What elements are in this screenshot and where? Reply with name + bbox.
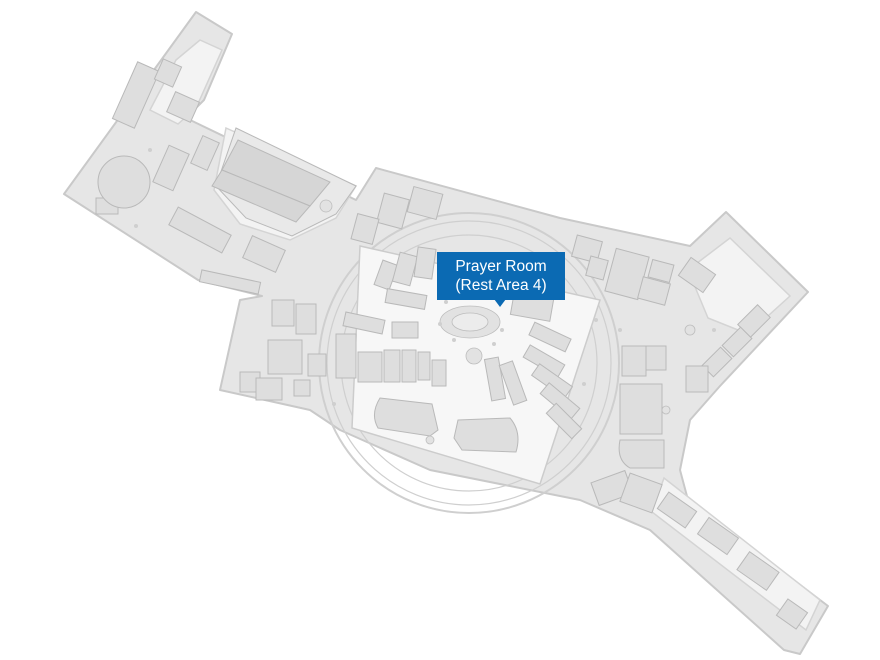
seat-dot: [444, 300, 448, 304]
shop-block: [721, 326, 753, 358]
shop-block: [528, 321, 572, 353]
shop-block: [375, 192, 411, 230]
shop-block: [585, 255, 609, 281]
seat-dot: [492, 342, 496, 346]
shop-block: [619, 472, 663, 514]
seat-dot: [332, 402, 336, 406]
seat-dot: [618, 328, 622, 332]
location-pin-icon: [494, 299, 506, 307]
plaza-landscaping: [319, 199, 696, 445]
shop-block: [335, 333, 357, 379]
shop-block: [647, 258, 675, 284]
shop-block: [417, 351, 431, 381]
shop-block: [255, 377, 283, 401]
shop-block: [307, 353, 327, 377]
planter: [661, 405, 671, 415]
building-blocks: [95, 58, 809, 630]
planter: [684, 324, 696, 336]
shop-block: [153, 58, 183, 88]
seat-dot: [582, 382, 586, 386]
shop-block: [775, 598, 809, 630]
round-pavilion: [97, 155, 151, 209]
shop-block: [384, 288, 428, 310]
shop-block: [431, 359, 447, 387]
shop-block: [111, 61, 161, 129]
shop-block: [401, 349, 417, 383]
seat-dot: [134, 224, 138, 228]
shop-block: [295, 303, 317, 335]
shop-block: [498, 360, 528, 406]
shop-block: [198, 269, 262, 295]
shop-block: [357, 351, 383, 383]
prayer-room-callout[interactable]: Prayer Room (Rest Area 4): [437, 252, 565, 300]
planter: [465, 347, 483, 365]
shop-block: [645, 345, 667, 371]
shop-block: [391, 251, 419, 287]
south-hall-west: [374, 397, 439, 437]
northwest-corridor: [148, 39, 223, 125]
shop-block: [619, 383, 663, 435]
shop-block: [391, 321, 419, 339]
fountain-plaza: [451, 312, 489, 332]
shop-block: [570, 234, 604, 264]
seat-dot: [148, 148, 152, 152]
seat-dot: [594, 318, 598, 322]
south-hall-east: [453, 417, 519, 453]
east-corridor: [687, 237, 792, 335]
shop-block: [483, 356, 507, 402]
shop-block: [685, 365, 709, 393]
shop-block: [293, 379, 311, 397]
shop-block: [736, 550, 780, 592]
shop-block: [545, 402, 583, 440]
rotunda-middle-ring: [326, 220, 612, 506]
shop-block: [350, 212, 380, 246]
curved-building: [618, 439, 665, 469]
shop-block: [165, 91, 201, 123]
shop-block: [637, 276, 671, 306]
shop-block: [242, 235, 286, 273]
shop-block: [621, 345, 647, 377]
shop-block: [342, 311, 386, 335]
planter: [425, 435, 435, 445]
seat-dot: [500, 328, 504, 332]
shop-block: [190, 134, 220, 172]
shop-block: [152, 144, 190, 192]
shop-block: [413, 246, 437, 280]
shop-block: [383, 349, 401, 383]
shop-block: [271, 299, 295, 327]
seat-dot: [438, 322, 442, 326]
shop-block: [677, 256, 717, 294]
shop-block: [406, 185, 444, 221]
seat-dot: [712, 328, 716, 332]
seat-dot: [452, 338, 456, 342]
shop-block: [267, 339, 303, 375]
north-hall-roof: [211, 169, 311, 223]
shop-block: [168, 206, 232, 254]
callout-title: Prayer Room: [455, 258, 547, 275]
shop-block: [656, 491, 698, 529]
seating-dots: [134, 148, 716, 406]
shop-block: [696, 516, 740, 556]
callout-subtitle: (Rest Area 4): [455, 277, 547, 294]
planter: [319, 199, 333, 213]
